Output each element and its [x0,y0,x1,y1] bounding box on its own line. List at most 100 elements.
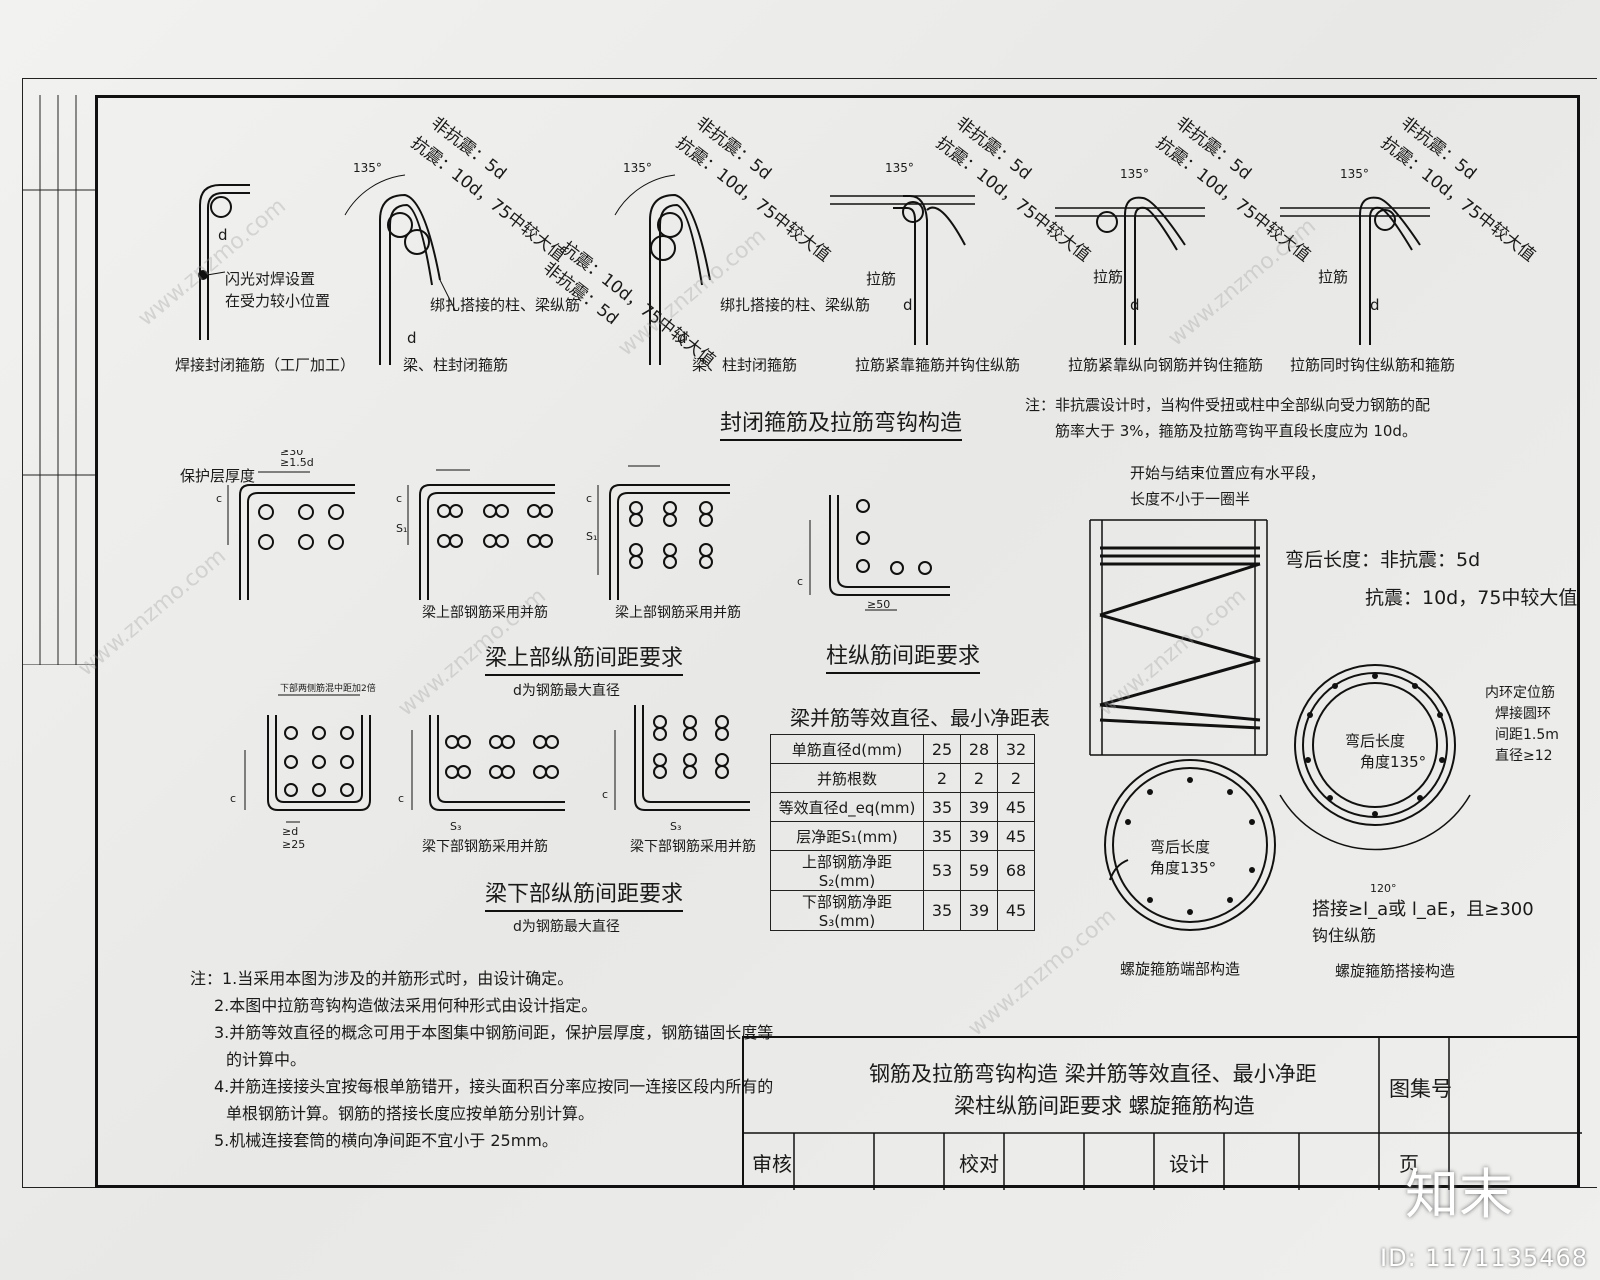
h1-dim: d [218,226,228,244]
h2-tie: 绑扎搭接的柱、梁纵筋 [430,296,581,314]
beam-top-diagram: ≥30 ≥1.5d c c c S₁ S₁ [216,450,730,600]
h1-note1: 闪光对焊设置 [225,270,316,288]
spiral-bend2: 抗震：10d，75中较大值 [1365,587,1578,609]
beam-bottom-d2: ≥25 [282,838,305,851]
note-top-line1: 注：非抗震设计时，当构件受扭或柱中全部纵向受力钢筋的配 [1025,396,1431,414]
h5-dim: d [1130,296,1140,314]
beam-top-s2: S₁ [586,530,597,543]
image-id: ID: 1171135468 [1380,1244,1588,1272]
h2-label: 梁、柱封闭箍筋 [403,356,509,374]
beam-top-d2: ≥1.5d [280,456,314,469]
h3-label: 梁、柱封闭箍筋 [692,356,798,374]
h3-dim: d [677,329,687,347]
h3-angle: 135° [623,161,652,175]
spiral-diagram: 120° [1089,519,1471,931]
h4-label: 拉筋紧靠箍筋并钩住纵筋 [855,356,1021,374]
h4-tie: 拉筋 [866,270,897,288]
brand-logo: 知末 [1405,1163,1513,1226]
end-caption: 螺旋箍筋端部构造 [1120,960,1241,978]
beam-bottom-s1: S₃ [450,820,461,833]
beam-bottom-c2: c [398,792,404,805]
end-inner1: 弯后长度 [1150,838,1211,856]
ring-note4: 直径≥12 [1495,748,1553,764]
beam-bottom-d1: ≥d [282,825,298,838]
ring-note2: 焊接圆环 [1495,706,1551,722]
note-2: 2.本图中拉筋弯钩构造做法采用何种形式由设计指定。 [214,996,598,1015]
spiral-bend1: 弯后长度：非抗震：5d [1285,549,1481,571]
h6-tie: 拉筋 [1318,268,1349,286]
h5-tie: 拉筋 [1093,268,1124,286]
end-inner2: 角度135° [1150,859,1217,877]
h6-label: 拉筋同时钩住纵筋和箍筋 [1290,356,1456,374]
beam-top-c2: c [396,492,402,505]
beam-top-c3: c [586,492,592,505]
note-4: 4.并筋连接接头宜按每根单筋错开，接头面积百分率应按同一连接区段内所有的 [214,1077,774,1096]
hook-diagrams: d d d d d d 135° 135° 135° 135° 135° 非抗震… [198,113,1539,371]
lap-note1: 搭接≥l_a或 l_aE，且≥300 [1312,899,1534,920]
design-label: 设计 [1169,1152,1209,1176]
beam-top-title: 梁上部纵筋间距要求 [485,640,684,676]
beam-bottom-diagram: ≥d ≥25 c c c S₃ S₃ [230,694,750,851]
beam-bottom-title: 梁下部纵筋间距要求 [485,876,684,912]
spiral-top2: 长度不小于一圈半 [1130,490,1251,508]
h2-dim: d [407,329,417,347]
spiral-top1: 开始与结束位置应有水平段， [1130,464,1326,482]
ring-note3: 间距1.5m [1495,727,1559,743]
title-block: 钢筋及拉筋弯钩构造 梁并筋等效直径、最小净距 梁柱纵筋间距要求 螺旋箍筋构造 图… [742,1036,1582,1190]
column-title: 柱纵筋间距要求 [826,638,981,674]
margin-strip [22,95,95,665]
beam-top-s1: S₁ [396,522,407,535]
note-top-line2: 筋率大于 3%，箍筋及拉筋弯钩平直段长度应为 10d。 [1055,422,1417,440]
section1-title: 封闭箍筋及拉筋弯钩构造 [720,405,963,441]
title-line2: 梁柱纵筋间距要求 螺旋箍筋构造 [954,1094,1255,1118]
h2-angle: 135° [353,161,382,175]
beam-bottom-s2: S₃ [670,820,681,833]
h1-label: 焊接封闭箍筋（工厂加工） [175,356,356,374]
h6-dim: d [1370,296,1380,314]
beam-bottom-cap2: 梁下部钢筋采用并筋 [630,839,756,855]
beam-bottom-top-note: 下部两侧筋混中距加2倍 [280,684,376,694]
note-4b: 单根钢筋计算。钢筋的搭接长度应按单筋分别计算。 [226,1104,595,1123]
page-label: 页 [1399,1152,1419,1176]
ring-note1: 内环定位筋 [1485,685,1555,701]
note-3: 3.并筋等效直径的概念可用于本图集中钢筋间距，保护层厚度，钢筋锚固长度等 [214,1023,774,1042]
beam-top-sub: d为钢筋最大直径 [513,683,620,699]
check-label: 校对 [959,1152,999,1176]
lap-note2: 钩住纵筋 [1312,926,1377,945]
h6-angle: 135° [1340,167,1369,181]
lap-inner2: 角度135° [1360,753,1427,771]
lap-angle: 120° [1370,882,1397,895]
beam-top-c1: c [216,492,222,505]
beam-top-cap2: 梁上部钢筋采用并筋 [615,605,741,621]
beam-top-cap1: 梁上部钢筋采用并筋 [422,605,548,621]
h4-dim: d [903,296,913,314]
beam-top-d1: ≥30 [280,450,303,458]
h5-label: 拉筋紧靠纵向钢筋并钩住箍筋 [1068,356,1264,374]
review-label: 审核 [752,1152,792,1176]
beam-bottom-c1: c [230,792,236,805]
beam-bottom-sub: d为钢筋最大直径 [513,919,620,935]
column-c: c [797,575,803,588]
title-line1: 钢筋及拉筋弯钩构造 梁并筋等效直径、最小净距 [869,1062,1317,1086]
h3-tie: 绑扎搭接的柱、梁纵筋 [720,296,871,314]
table-title: 梁并筋等效直径、最小净距表 [790,706,1050,730]
note-5: 5.机械连接套筒的横向净间距不宜小于 25mm。 [214,1131,558,1150]
h5-angle: 135° [1120,167,1149,181]
beam-bottom-c3: c [602,788,608,801]
note-1: 注：1.当采用本图为涉及的并筋形式时，由设计确定。 [190,969,574,988]
general-notes: 注：1.当采用本图为涉及的并筋形式时，由设计确定。 2.本图中拉筋弯钩构造做法采… [190,965,773,1154]
h4-angle: 135° [885,161,914,175]
column-dim: ≥50 [867,598,890,611]
column-diagram: ≥50 c [797,495,950,611]
lap-caption: 螺旋箍筋搭接构造 [1335,962,1456,980]
atlas-number-label: 图集号 [1389,1077,1452,1101]
beam-top-cover: 保护层厚度 [180,467,256,485]
